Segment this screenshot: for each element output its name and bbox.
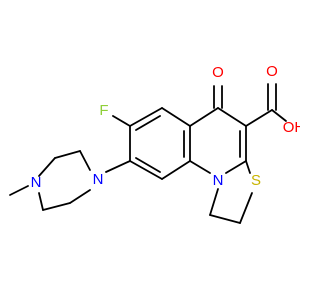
fluorine-atom-label: F [99, 102, 108, 119]
bond [38, 192, 44, 211]
bond-fluorine [112, 115, 131, 127]
bond [245, 160, 251, 174]
hydroxyl-label: OH [283, 119, 300, 136]
bond [135, 115, 161, 131]
acid-oxygen-label: O [266, 63, 278, 80]
bond [217, 107, 247, 127]
bond-acid-hydroxyl [271, 109, 287, 122]
bond [161, 160, 191, 180]
bond [189, 107, 219, 127]
bond [54, 150, 81, 159]
bond [189, 160, 211, 174]
bond-lines [9, 83, 287, 224]
bond-methyl [9, 185, 29, 196]
bond [38, 157, 56, 177]
bond [209, 214, 241, 224]
bond [245, 109, 273, 127]
bond [79, 150, 91, 171]
bond [105, 160, 131, 173]
bond [129, 107, 163, 127]
bond [209, 188, 219, 216]
piperazine-aryl-nitrogen-label: N [93, 171, 104, 188]
bond [161, 107, 191, 127]
bond [69, 189, 91, 204]
sulfur-atom-label: S [251, 172, 261, 189]
molecular-structure-diagram: F O O OH N S N N [9, 63, 300, 224]
bond [129, 160, 163, 180]
bond [135, 157, 161, 173]
piperazine-methyl-nitrogen-label: N [31, 174, 42, 191]
bond [225, 160, 247, 174]
bond [239, 192, 253, 224]
ketone-oxygen-label: O [212, 64, 224, 81]
atom-labels: F O O OH N S N N [31, 63, 300, 191]
ring-nitrogen-label: N [213, 172, 224, 189]
bond [42, 202, 71, 211]
